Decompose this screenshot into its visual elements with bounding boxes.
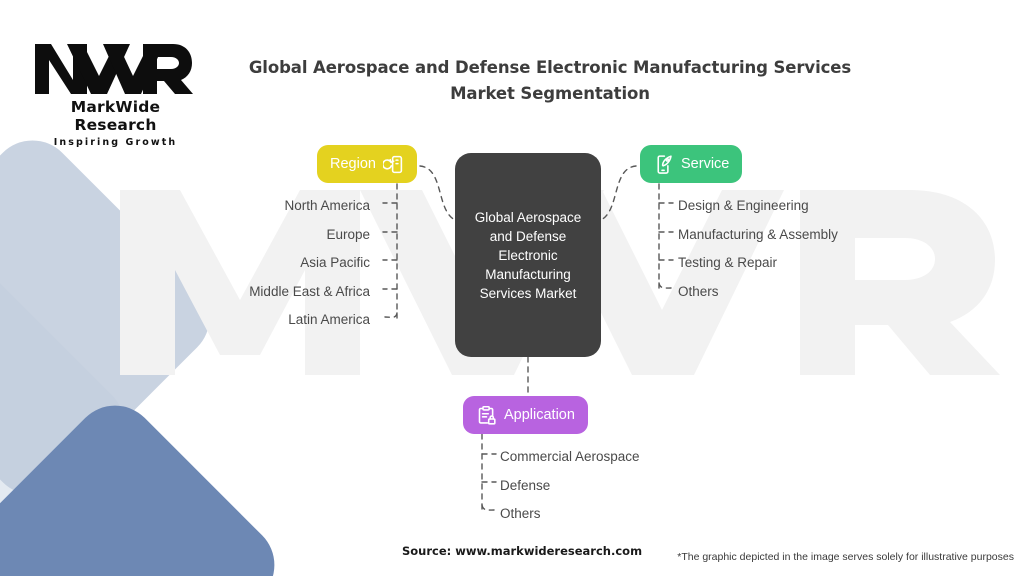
brand-tagline: Inspiring Growth	[53, 137, 178, 148]
mwr-monogram-icon	[35, 44, 193, 94]
list-item[interactable]: Asia Pacific	[300, 255, 370, 270]
page-title: Global Aerospace and Defense Electronic …	[248, 58, 852, 103]
brand-name: MarkWide Research	[70, 98, 161, 134]
branch-badge-service[interactable]: Service	[640, 145, 743, 183]
service-rocket-phone-icon	[653, 154, 674, 175]
list-item[interactable]: Europe	[326, 226, 370, 242]
list-item[interactable]: Middle East & Africa	[249, 283, 370, 299]
connector-region-tick-4	[384, 312, 398, 319]
branch-badge-service-label: Service	[681, 156, 730, 172]
source-attribution[interactable]: Source: www.markwideresearch.com	[402, 544, 643, 558]
disclaimer-note: *The graphic depicted in the image serve…	[677, 551, 1014, 563]
background-square-faint	[0, 248, 142, 576]
list-item[interactable]: Others	[678, 283, 719, 299]
brand-logo: MarkWide Research Inspiring Growth	[33, 36, 198, 148]
list-item[interactable]: Testing & Repair	[678, 255, 778, 270]
branch-list-application: Commercial Aerospace Defense Others	[500, 443, 640, 529]
branch-list-region: North America Europe Asia Pacific Middle…	[200, 192, 370, 335]
list-item[interactable]: Design & Engineering	[678, 198, 809, 213]
connector-service-tick-3	[658, 282, 672, 289]
background-square-dark	[0, 388, 292, 576]
list-item[interactable]: North America	[284, 198, 370, 213]
branch-badge-application-label: Application	[504, 407, 575, 423]
application-clipboard-lock-icon	[476, 405, 497, 426]
connector-application-tick-2	[481, 504, 495, 511]
list-item[interactable]: Defense	[500, 477, 551, 493]
connector-service-to-center	[600, 165, 637, 221]
branch-badge-region-label: Region	[330, 156, 376, 172]
branch-badge-region[interactable]: Region	[317, 145, 417, 183]
background-square-light	[0, 123, 227, 512]
list-item[interactable]: Latin America	[288, 312, 370, 327]
center-node[interactable]: Global Aerospace and Defense Electronic …	[455, 153, 601, 357]
list-item[interactable]: Manufacturing & Assembly	[678, 226, 838, 242]
branch-list-service: Design & Engineering Manufacturing & Ass…	[678, 192, 838, 306]
list-item[interactable]: Others	[500, 506, 541, 521]
connector-region-to-center	[419, 165, 456, 221]
branch-badge-application[interactable]: Application	[463, 396, 588, 434]
center-node-label: Global Aerospace and Defense Electronic …	[474, 209, 582, 301]
region-device-refresh-icon	[382, 154, 404, 175]
list-item[interactable]: Commercial Aerospace	[500, 449, 640, 464]
